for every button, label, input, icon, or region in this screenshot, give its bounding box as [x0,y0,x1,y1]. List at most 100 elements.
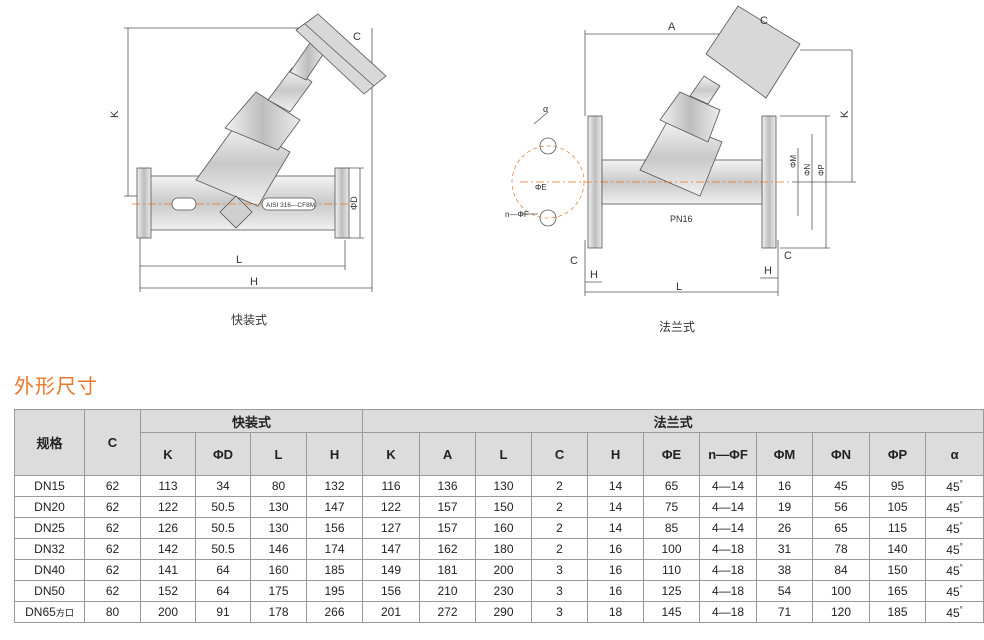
cell-quick: 91 [195,601,251,623]
cell-flange: 200 [475,559,533,581]
cell-quick: 80 [250,475,307,497]
cell-flange: 100 [643,538,701,560]
cell-flange: 56 [812,496,871,518]
cell-flange: 2 [531,475,589,497]
cell-flange: 45 [812,475,871,497]
degree-mark: ° [959,478,963,488]
cell-flange: 65 [812,517,871,539]
cell-flange: 105 [869,496,927,518]
alpha-value: 45 [946,563,960,578]
cell-flange: 4—14 [699,496,758,518]
cell-flange: 95 [869,475,927,497]
cell-flange: 122 [362,496,421,518]
cell-quick: 64 [195,559,251,581]
section-title: 外形尺寸 [14,374,98,398]
cell-flange: 185 [869,601,927,623]
cell-flange: 3 [531,559,589,581]
cell-alpha: 45° [925,475,984,497]
cell-quick: 50.5 [195,496,251,518]
alpha-value: 45 [946,542,960,557]
degree-mark: ° [959,541,963,551]
cell-flange: 180 [475,538,533,560]
cell-flange: 149 [362,559,421,581]
cell-flange: 65 [643,475,701,497]
size-value: DN15 [34,479,65,493]
cell-flange: 16 [587,538,645,560]
size-value: DN25 [34,521,65,535]
cell-flange: 16 [756,475,814,497]
size-value: DN50 [34,584,65,598]
cell-quick: 50.5 [195,538,251,560]
cell-flange: 4—18 [699,559,758,581]
cell-alpha: 45° [925,580,984,602]
flange-caption: 法兰式 [659,320,696,334]
cell-quick: 178 [250,601,307,623]
cell-size: DN65方口 [14,601,85,623]
size-suffix: 方口 [55,608,74,618]
flange-label-c-top: C [760,15,768,27]
cell-quick: 113 [140,475,196,497]
cell-flange: 71 [756,601,814,623]
cell-flange: 3 [531,601,589,623]
flange-label-c-left: C [570,255,578,267]
cell-flange: 4—18 [699,580,758,602]
header-flange: 法兰式 [362,409,984,433]
alpha-value: 45 [946,521,960,536]
cell-flange: 100 [812,580,871,602]
cell-quick: 175 [250,580,307,602]
header-flange-col: n—ΦF [699,432,758,476]
flange-body-marking: PN16 [670,214,693,224]
flange-drawing [511,5,856,296]
cell-quick: 50.5 [195,517,251,539]
cell-quick: 142 [140,538,196,560]
cell-flange: 14 [587,517,645,539]
cell-flange: 181 [419,559,477,581]
alpha-value: 45 [946,605,960,620]
cell-flange: 145 [643,601,701,623]
quick-body-marking: AISI 316—CF8M [266,202,315,209]
cell-quick: 146 [250,538,307,560]
cell-flange: 150 [869,559,927,581]
flange-label-l: L [676,281,682,293]
cell-flange: 16 [587,559,645,581]
cell-flange: 4—18 [699,538,758,560]
cell-flange: 125 [643,580,701,602]
flange-label-h-right: H [764,265,772,277]
cell-quick: 122 [140,496,196,518]
cell-flange: 147 [362,538,421,560]
flange-label-alpha: α [543,104,548,114]
cell-quick: 126 [140,517,196,539]
cell-flange: 75 [643,496,701,518]
header-quick-col: ΦD [195,432,251,476]
cell-quick: 266 [305,601,364,623]
flange-label-e: ΦE [535,183,547,192]
cell-flange: 4—18 [699,601,758,623]
degree-mark: ° [959,583,963,593]
cell-quick: 132 [305,475,364,497]
cell-flange: 272 [419,601,477,623]
quick-label-k: K [109,110,121,118]
cell-c: 80 [84,601,141,623]
cell-flange: 115 [869,517,927,539]
cell-flange: 3 [531,580,589,602]
cell-flange: 157 [419,517,477,539]
cell-quick: 130 [250,496,307,518]
cell-size: DN40 [14,559,85,581]
cell-flange: 120 [812,601,871,623]
alpha-value: 45 [946,500,960,515]
cell-flange: 290 [475,601,533,623]
size-value: DN20 [34,500,65,514]
header-quick: 快装式 [139,409,364,433]
cell-c: 62 [84,559,141,581]
header-quick-col: L [250,432,307,476]
cell-c: 62 [84,580,141,602]
size-value: DN65 [25,605,56,619]
flange-label-m: ΦM [789,155,798,168]
cell-flange: 160 [475,517,533,539]
header-flange-col: C [531,432,589,476]
cell-flange: 31 [756,538,814,560]
